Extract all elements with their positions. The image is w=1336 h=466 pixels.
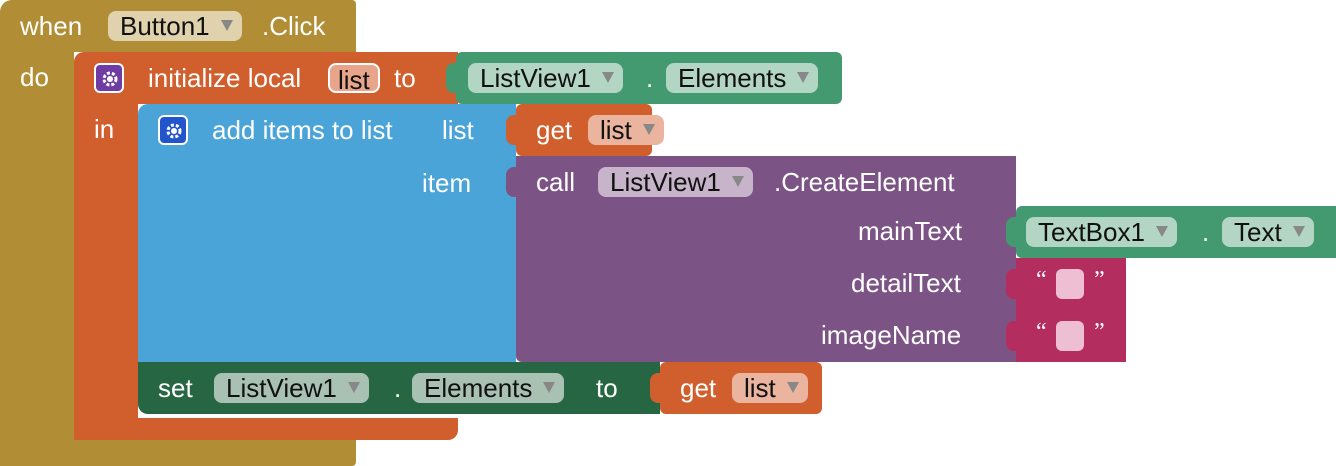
set-label: set — [158, 373, 193, 403]
chevron-down-icon — [347, 382, 360, 393]
mutator-gear-icon[interactable] — [158, 115, 188, 145]
add-items-to-list-block[interactable]: add items to list list item — [138, 104, 516, 372]
get-list-block-1[interactable]: get list — [506, 104, 664, 156]
local-header — [74, 52, 458, 104]
open-quote: “ — [1036, 319, 1047, 345]
empty-string-block-detail[interactable]: “ ” — [1006, 258, 1126, 310]
mutator-gear-icon[interactable] — [94, 63, 124, 93]
button1-component-text: Button1 — [120, 11, 210, 41]
set-listview1-elements-block[interactable]: set ListView1 . Elements to — [138, 362, 660, 414]
string-output-tab — [1006, 321, 1020, 351]
to-label-set: to — [596, 373, 618, 403]
listview1-elements-getter-block[interactable]: ListView1 . Elements — [446, 52, 842, 104]
dot-label: . — [394, 373, 402, 403]
when-label: when — [20, 11, 83, 41]
listview1-component-dropdown[interactable]: ListView1 — [468, 63, 623, 93]
initialize-local-label: initialize local — [148, 63, 302, 93]
gear-icon — [102, 71, 118, 87]
elements-property-dropdown[interactable]: Elements — [412, 373, 565, 403]
local-variable-name: list — [338, 65, 370, 95]
call-output-tab — [506, 167, 520, 197]
get-variable-text: list — [744, 373, 776, 403]
get-variable-text: list — [600, 115, 632, 145]
textbox1-component-text: TextBox1 — [1038, 217, 1145, 247]
in-label: in — [94, 114, 115, 144]
text-property-text: Text — [1234, 217, 1282, 247]
to-label-local: to — [394, 63, 416, 93]
get-output-tab — [650, 373, 664, 403]
chevron-down-icon — [1155, 226, 1168, 237]
string-output-tab — [1006, 269, 1020, 299]
image-name-socket-label: imageName — [821, 320, 962, 350]
open-quote: “ — [1036, 267, 1047, 293]
create-element-method-label: .CreateElement — [774, 167, 955, 197]
list-socket-label: list — [442, 115, 474, 145]
chevron-down-icon — [1292, 226, 1305, 237]
listview1-component-dropdown[interactable]: ListView1 — [598, 167, 753, 197]
elements-property-text: Elements — [424, 373, 533, 403]
listview1-component-text: ListView1 — [226, 373, 337, 403]
add-items-label: add items to list — [212, 115, 393, 145]
textbox1-text-getter-block[interactable]: TextBox1 . Text — [1006, 206, 1336, 258]
elements-property-text: Elements — [678, 63, 787, 93]
click-event-label: .Click — [262, 11, 326, 41]
initialize-local-block[interactable]: initialize local list to in — [74, 52, 458, 440]
close-quote: ” — [1094, 319, 1105, 345]
event-body-left — [0, 52, 74, 466]
item-socket-label: item — [422, 168, 472, 198]
local-body-left — [74, 104, 138, 440]
chevron-down-icon — [220, 20, 233, 31]
chevron-down-icon — [786, 382, 799, 393]
listview1-component-text: ListView1 — [480, 63, 591, 93]
textbox1-component-dropdown[interactable]: TextBox1 — [1026, 217, 1177, 247]
gear-icon — [166, 123, 182, 139]
chevron-down-icon — [601, 72, 614, 83]
getter-output-tab — [1006, 217, 1020, 247]
chevron-down-icon — [642, 124, 655, 135]
string-text-field[interactable] — [1056, 321, 1084, 351]
button1-component-dropdown[interactable]: Button1 — [108, 11, 242, 41]
close-quote: ” — [1094, 267, 1105, 293]
local-footer — [74, 418, 458, 440]
string-text-field[interactable] — [1056, 269, 1084, 299]
dot-label: . — [1202, 217, 1210, 247]
detail-text-socket-label: detailText — [851, 268, 961, 298]
get-label: get — [680, 373, 717, 403]
empty-string-block-image[interactable]: “ ” — [1006, 310, 1126, 362]
get-variable-dropdown[interactable]: list — [588, 115, 664, 145]
local-variable-name-field[interactable]: list — [328, 63, 380, 95]
dot-label: . — [646, 63, 654, 93]
call-label: call — [536, 167, 576, 197]
listview1-component-text: ListView1 — [610, 167, 721, 197]
chevron-down-icon — [797, 72, 810, 83]
elements-property-dropdown[interactable]: Elements — [666, 63, 819, 93]
chevron-down-icon — [543, 382, 556, 393]
chevron-down-icon — [731, 176, 744, 187]
get-output-tab — [506, 115, 520, 145]
listview1-component-dropdown[interactable]: ListView1 — [214, 373, 369, 403]
main-text-socket-label: mainText — [858, 216, 963, 246]
create-element-call-block[interactable]: call ListView1 .CreateElement mainText d… — [506, 156, 1016, 362]
get-list-block-2[interactable]: get list — [650, 362, 822, 414]
text-property-dropdown[interactable]: Text — [1222, 217, 1314, 247]
get-variable-dropdown[interactable]: list — [732, 373, 808, 403]
event-block-button1-click[interactable]: when Button1 .Click do — [0, 0, 356, 466]
getter-output-tab — [446, 63, 460, 93]
event-footer — [0, 440, 356, 466]
get-label: get — [536, 115, 573, 145]
do-label: do — [20, 62, 49, 92]
